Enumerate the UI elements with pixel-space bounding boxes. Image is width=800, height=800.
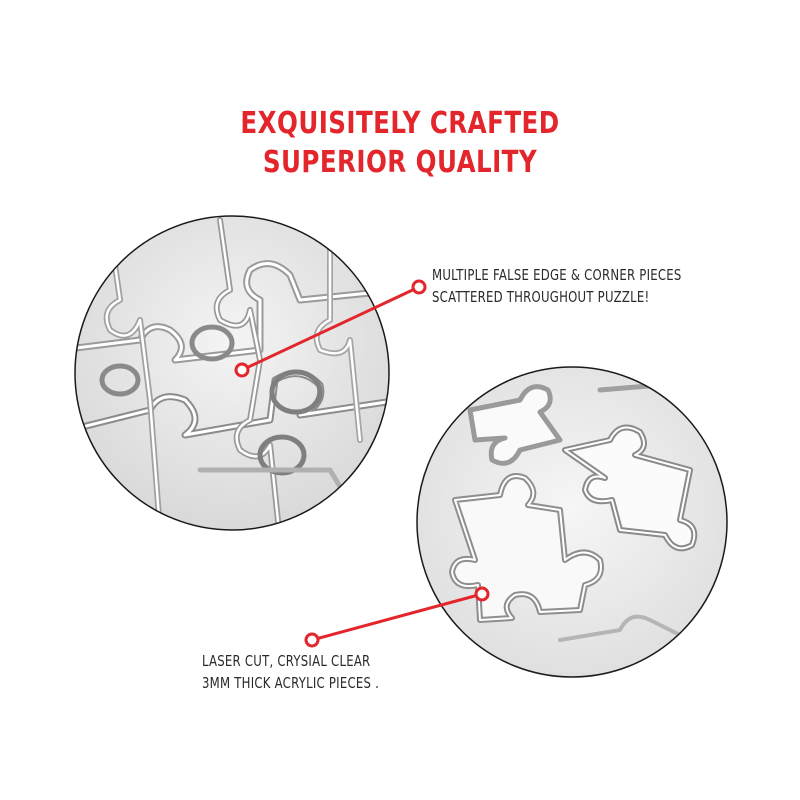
callout-bottom-line-2: 3MM THICK ACRYLIC PIECES . [202,674,380,692]
callout-top-line-2: SCATTERED THROUGHOUT PUZZLE! [432,288,650,306]
callout-bottom-line-1: LASER CUT, CRYSIAL CLEAR [202,652,371,670]
callout-top-start-dot [234,362,250,378]
callout-top-line-1: MULTIPLE FALSE EDGE & CORNER PIECES [432,266,682,284]
callout-top-end-dot [411,279,427,295]
callout-bottom-start-dot [304,632,320,648]
puzzle-closeup-left-image [74,215,390,531]
callout-bottom-leader [304,586,490,648]
headline-line-1: EXQUISITELY CRAFTED [240,106,560,141]
callout-bottom-end-dot [474,586,490,602]
callout-bottom-text: LASER CUT, CRYSIAL CLEAR 3MM THICK ACRYL… [202,650,379,694]
callout-top-leader [234,279,427,378]
puzzle-closeup-right-image [416,366,728,678]
callout-top-text: MULTIPLE FALSE EDGE & CORNER PIECES SCAT… [432,264,682,308]
headline-line-2: SUPERIOR QUALITY [262,145,538,180]
